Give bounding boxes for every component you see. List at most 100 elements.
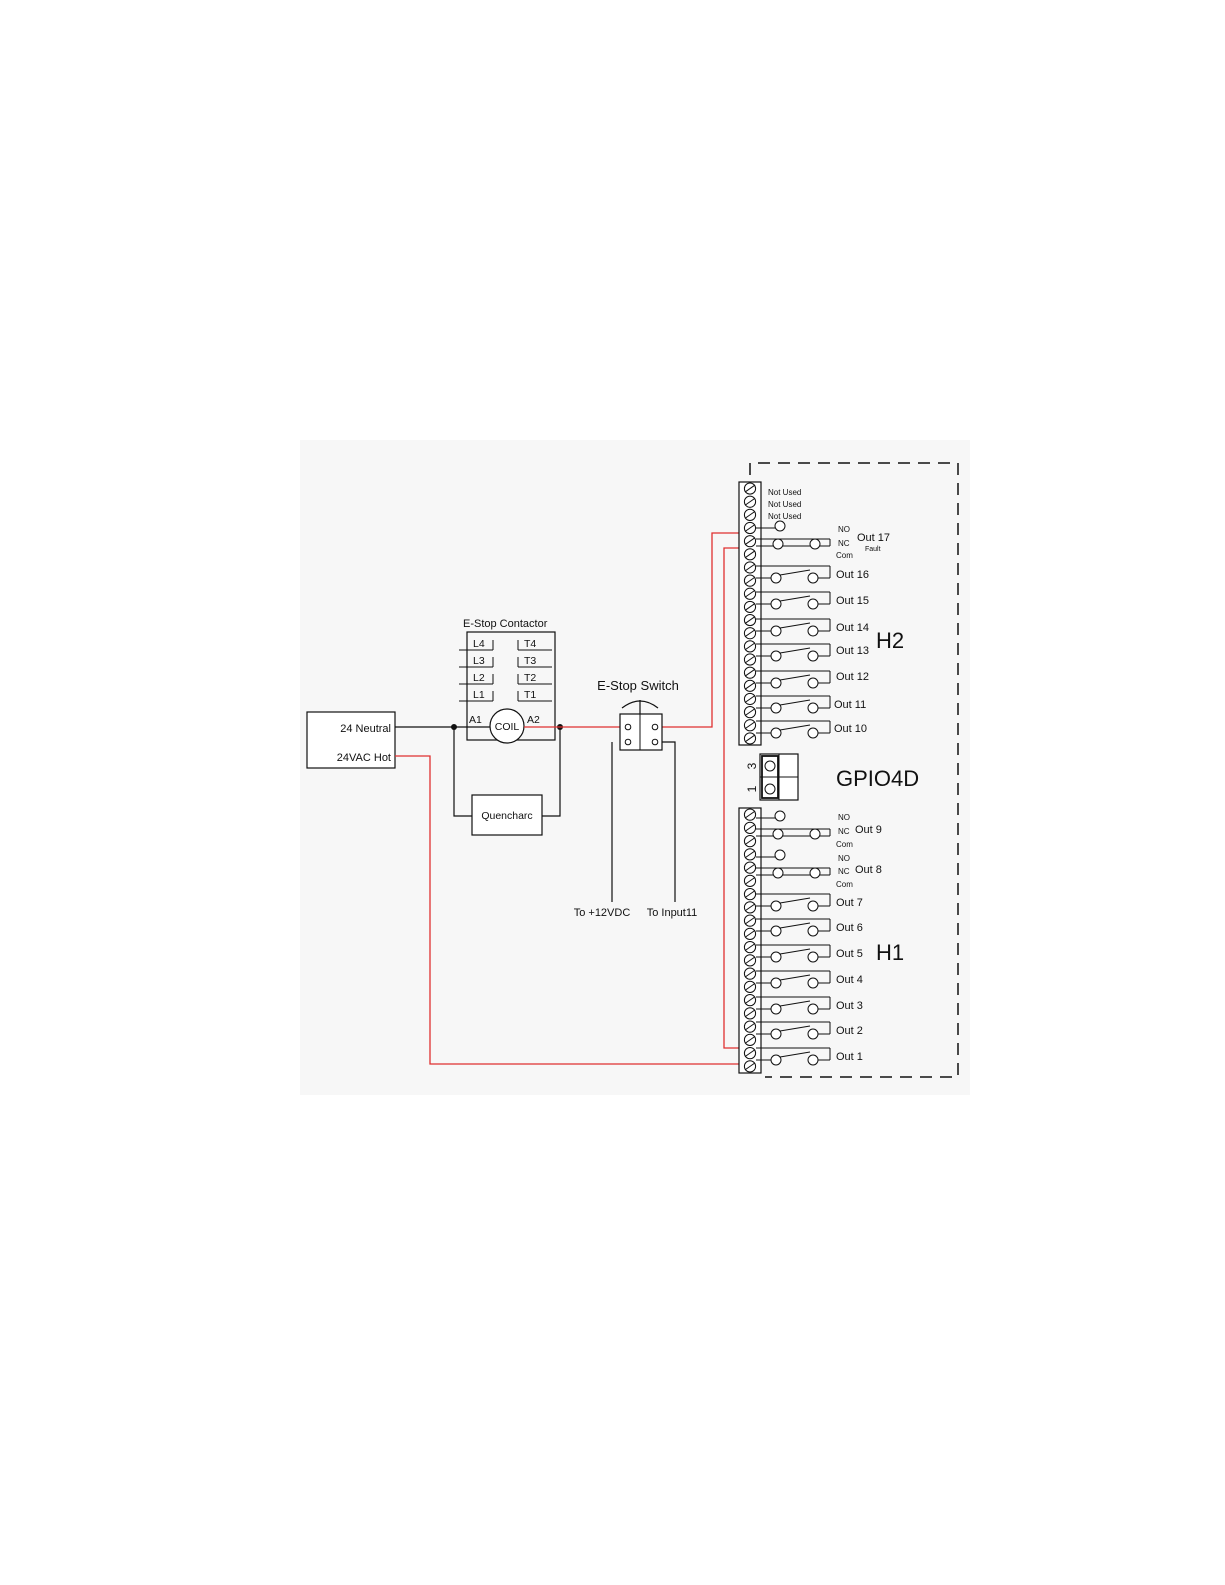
screw-slot: [744, 695, 756, 703]
relay-contact: [770, 727, 782, 739]
relay-contact: [807, 951, 819, 963]
a2-label: A2: [527, 714, 540, 726]
board-name: GPIO4D: [836, 766, 919, 791]
not-used-label: Not Used: [768, 500, 801, 509]
screw-slot: [744, 916, 756, 925]
relay-arm: [779, 674, 811, 681]
screw-slot: [744, 603, 756, 611]
screw-slot: [744, 616, 756, 624]
screw-slot: [744, 837, 756, 846]
relay-contact: [770, 1054, 782, 1066]
board-outline: [749, 462, 959, 1078]
relay-contact: [807, 977, 819, 989]
relay-contact: [770, 702, 782, 714]
screw-slot: [744, 734, 756, 743]
relay-contact: [809, 538, 821, 550]
load-terminal-label: T1: [524, 689, 536, 701]
load-terminal-label: T3: [524, 655, 536, 667]
screw-slot: [744, 681, 756, 690]
relay-contact: [807, 572, 819, 584]
jumper-block: 3 1 GPIO4D: [745, 753, 919, 801]
out8-nc: NC: [838, 867, 850, 876]
not-used-label: Not Used: [768, 512, 801, 521]
relay-symbols: [756, 520, 831, 1066]
out9-no: NO: [838, 813, 850, 822]
relay-arm: [779, 974, 811, 981]
relay-contact: [770, 977, 782, 989]
a1-label: A1: [469, 714, 482, 726]
relay-contact: [809, 828, 821, 840]
output-label: Out 12: [836, 671, 869, 683]
to-input11-label: To Input11: [647, 907, 698, 919]
output-label: Out 15: [836, 595, 869, 607]
screw-slot: [744, 982, 756, 991]
out9-com: Com: [836, 840, 853, 849]
relay-contact: [809, 867, 821, 879]
relay-contact: [807, 625, 819, 637]
screw-slot: [744, 642, 756, 651]
not-used-label: Not Used: [768, 488, 801, 497]
out17-label: Out 17: [857, 532, 890, 544]
estop-contactor: E-Stop Contactor L4 L3 L2 L1 T4 T3 T2 T1…: [459, 618, 556, 744]
output-label: Out 7: [836, 897, 863, 909]
relay-contact: [772, 867, 784, 879]
output-label: Out 14: [836, 622, 869, 634]
relay-contact: [807, 727, 819, 739]
relay-arm: [779, 647, 811, 654]
line-terminal-label: L4: [473, 638, 485, 650]
load-terminal-label: T2: [524, 672, 536, 684]
relay-arm: [779, 622, 811, 629]
relay-contact: [807, 598, 819, 610]
relay-contact: [770, 650, 782, 662]
output-label: Out 1: [836, 1051, 863, 1063]
output-label: Out 3: [836, 1000, 863, 1012]
relay-contact: [774, 520, 786, 532]
relay-contact: [770, 900, 782, 912]
relay-contact: [807, 1028, 819, 1040]
screw-slot: [744, 1022, 756, 1031]
output-label: Out 16: [836, 569, 869, 581]
output-label: Out 2: [836, 1025, 863, 1037]
screw-slot: [744, 655, 756, 664]
out8-label: Out 8: [855, 864, 882, 876]
jumper-pin-1: 1: [745, 785, 759, 792]
screw-slot: [744, 708, 756, 717]
screw-slot: [744, 876, 756, 885]
screw-slot: [744, 721, 756, 730]
estop-switch-title: E-Stop Switch: [597, 678, 679, 693]
screw-slot: [744, 956, 756, 965]
out17-sub: Fault: [865, 546, 881, 553]
relay-arm: [779, 724, 811, 731]
screw-slot: [744, 890, 756, 899]
terminal-block: [738, 481, 762, 746]
screw-slot: [744, 969, 756, 978]
relay-contact: [807, 677, 819, 689]
screw-slot: [744, 903, 756, 912]
relay-arm: [779, 1051, 811, 1058]
relay-contact: [807, 1054, 819, 1066]
relay-contact: [807, 1003, 819, 1015]
line-terminal-label: L3: [473, 655, 485, 667]
line-terminal-label: L2: [473, 672, 485, 684]
relay-contact: [774, 810, 786, 822]
connector-h1-label: H1: [876, 940, 904, 965]
screw-slot: [744, 629, 756, 638]
relay-contact: [774, 849, 786, 861]
screw-slot: [744, 996, 756, 1005]
to-12vdc-label: To +12VDC: [574, 907, 631, 919]
coil-symbol: [489, 708, 525, 744]
screw-slot: [744, 823, 756, 832]
line-terminal-label: L1: [473, 689, 485, 701]
screw-slot: [744, 943, 756, 952]
screw-slot: [744, 563, 756, 572]
relay-contact: [770, 677, 782, 689]
output-label: Out 10: [834, 723, 867, 735]
neutral-label: 24 Neutral: [340, 723, 391, 735]
estop-switch: E-Stop Switch To +12VDC To Input11: [574, 678, 698, 919]
screw-slot: [744, 510, 756, 519]
relay-contact: [770, 951, 782, 963]
relay-arm: [779, 897, 811, 904]
screw-slot: [744, 810, 756, 819]
diagram-panel: [300, 440, 970, 1095]
relay-contact: [772, 538, 784, 550]
